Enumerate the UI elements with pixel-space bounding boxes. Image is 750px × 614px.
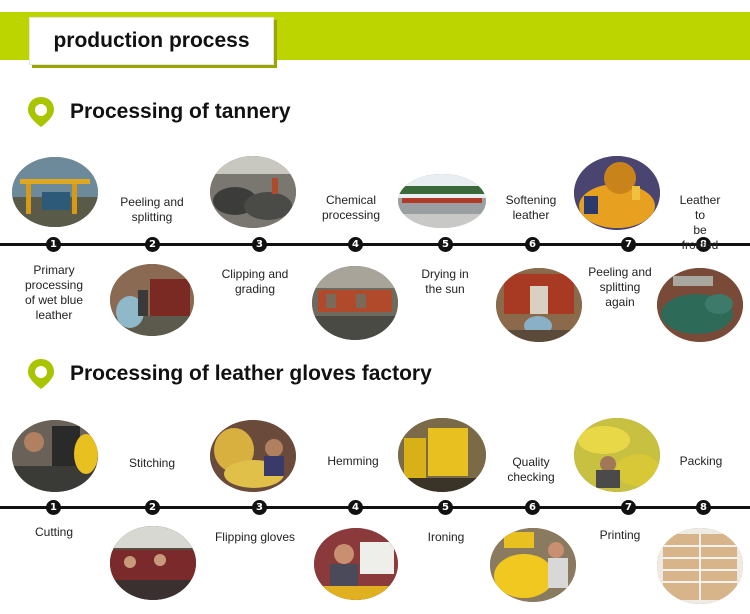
peeling-machine-photo-icon: [110, 264, 194, 336]
step-label: Leather to be frosted: [679, 193, 721, 252]
step-label: Stitching: [128, 456, 176, 470]
step-marker: 5: [438, 500, 453, 515]
packing-boxes-photo-icon: [657, 528, 743, 604]
step-label: Ironing: [427, 530, 465, 544]
step-label: Peeling and splitting: [120, 195, 184, 224]
step-label: Flipping gloves: [214, 530, 296, 544]
step-marker: 1: [46, 500, 61, 515]
step-label: Hemming: [327, 454, 379, 468]
flipping-gloves-photo-icon: [210, 420, 296, 492]
step-marker: 8: [696, 500, 711, 515]
hemming-photo-icon: [314, 528, 398, 600]
page-title-text: production process: [53, 29, 250, 52]
green-leather-photo-icon: [657, 268, 743, 342]
step-label: Packing: [679, 454, 723, 468]
factory-timeline: [0, 506, 750, 509]
location-pin-icon: [28, 359, 54, 389]
printing-photo-icon: [574, 418, 660, 492]
quality-check-photo-icon: [490, 528, 576, 602]
step-label: Peeling and splitting again: [588, 265, 652, 309]
location-pin-icon: [28, 97, 54, 127]
step-marker: 1: [46, 237, 61, 252]
step-label: Cutting: [34, 525, 74, 539]
cutting-photo-icon: [12, 420, 98, 492]
step-label: Chemical processing: [321, 193, 381, 222]
ironing-photo-icon: [398, 418, 486, 492]
page-title: production process: [29, 17, 274, 65]
warehouse-photo-icon: [12, 157, 98, 227]
softening-machine-photo-icon: [496, 268, 582, 342]
step-marker: 3: [252, 237, 267, 252]
step-label: Printing: [599, 528, 641, 542]
step-label: Primary processing of wet blue leather: [24, 263, 84, 322]
tannery-section-title: Processing of tannery: [70, 100, 291, 123]
step-marker: 5: [438, 237, 453, 252]
step-label: Drying in the sun: [421, 267, 469, 296]
step-marker: 2: [145, 500, 160, 515]
step-marker: 7: [621, 237, 636, 252]
step-marker: 7: [621, 500, 636, 515]
tannery-section-header: Processing of tannery: [26, 95, 291, 129]
tannery-timeline: [0, 243, 750, 246]
step-label: Softening leather: [505, 193, 557, 222]
step-marker: 4: [348, 237, 363, 252]
hide-stacks-photo-icon: [210, 156, 296, 228]
stitching-room-photo-icon: [110, 526, 196, 600]
drying-field-photo-icon: [398, 174, 486, 228]
step-marker: 6: [525, 237, 540, 252]
step-marker: 2: [145, 237, 160, 252]
step-marker: 4: [348, 500, 363, 515]
yellow-leather-pile-photo-icon: [574, 156, 660, 230]
drum-room-photo-icon: [312, 266, 398, 340]
step-marker: 6: [525, 500, 540, 515]
step-marker: 3: [252, 500, 267, 515]
step-marker: 8: [696, 237, 711, 252]
factory-section-header: Processing of leather gloves factory: [26, 357, 432, 391]
factory-section-title: Processing of leather gloves factory: [70, 362, 432, 385]
step-label: Clipping and grading: [221, 267, 289, 296]
step-label: Quality checking: [507, 455, 555, 484]
